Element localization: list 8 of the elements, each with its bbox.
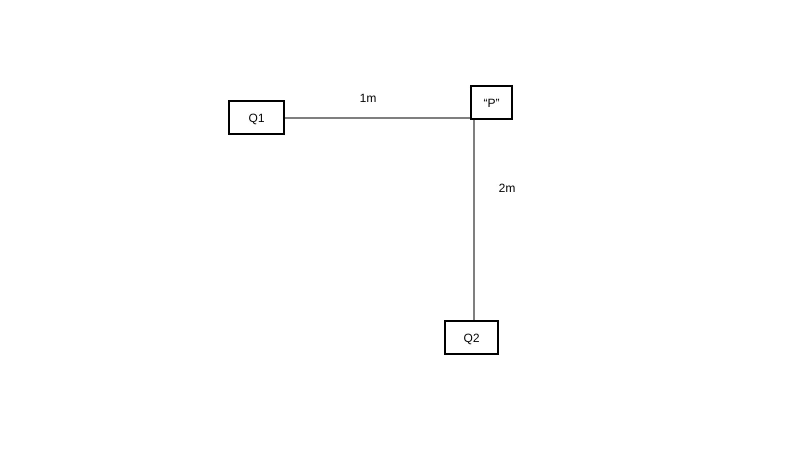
node-label: Q2 (463, 330, 480, 344)
edge-label: 2m (496, 181, 518, 195)
node-label: “P” (484, 96, 500, 110)
charge-box (228, 100, 285, 135)
edge-label: 1m (358, 91, 378, 105)
charge-box (470, 85, 513, 120)
node-label: Q1 (248, 110, 264, 124)
charge-box (444, 320, 499, 355)
